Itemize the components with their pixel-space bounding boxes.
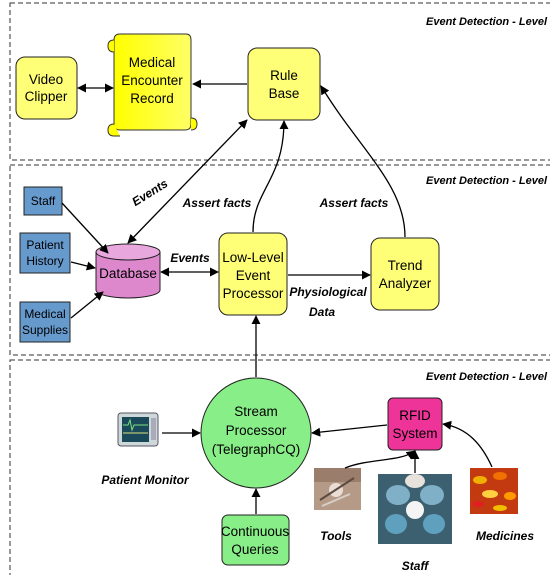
edge-label-events-rule: Events: [129, 176, 170, 209]
medical-supplies-label-1: Medical: [24, 307, 65, 321]
video-clipper-label-1: Video: [29, 72, 63, 87]
medical-supplies-label-2: Supplies: [22, 323, 68, 337]
tools-label: Tools: [320, 529, 352, 543]
database-label: Database: [99, 266, 157, 281]
level2-title: Event Detection - Level 2: [426, 175, 550, 187]
stream-processor-circle: [200, 377, 312, 489]
edge-label-assert-facts-left: Assert facts: [182, 196, 252, 210]
medical-encounter-record-scroll: [107, 33, 198, 137]
trend-analyzer-label-2: Analyzer: [379, 276, 432, 291]
stream-processor-label-2: Processor: [226, 423, 287, 438]
rule-base-label-2: Base: [269, 86, 300, 101]
stream-processor-label-3: (TelegraphCQ): [212, 442, 301, 457]
patient-monitor-label: Patient Monitor: [101, 473, 190, 487]
low-level-event-processor-box: [218, 232, 288, 316]
medical-encounter-record-label-1: Medical: [129, 55, 176, 70]
edge-label-data: Data: [309, 305, 335, 319]
tools-image: [314, 468, 361, 510]
level3-title: Event Detection - Level 3: [426, 16, 550, 28]
video-clipper-box: [15, 56, 78, 120]
edge-label-physiological: Physiological: [289, 285, 367, 299]
video-clipper-label-2: Clipper: [25, 89, 68, 104]
continuous-queries-label-2: Queries: [231, 542, 279, 557]
medical-encounter-record-label-3: Record: [130, 91, 174, 106]
rule-base-label-1: Rule: [270, 68, 298, 83]
edge-supplies-db: [70, 291, 104, 319]
level1-region: [9, 359, 550, 575]
llep-label-2: Event: [236, 268, 271, 283]
edge-llep-to-rule: [252, 120, 289, 233]
continuous-queries-label-1: Continuous: [221, 524, 290, 539]
rfid-system-label-1: RFID: [399, 408, 431, 423]
medical-supplies-box: [19, 301, 71, 343]
medicines-label: Medicines: [476, 529, 534, 543]
edge-label-assert-facts-right: Assert facts: [319, 196, 389, 210]
patient-history-label-1: Patient: [26, 238, 64, 252]
rfid-system-label-2: System: [392, 426, 437, 441]
staff-table-box: [23, 186, 63, 216]
edge-medicines-rfid: [442, 420, 493, 468]
level1-title: Event Detection - Level 1: [426, 371, 550, 383]
database-cylinder: [95, 243, 161, 299]
staff-table-label: Staff: [31, 194, 56, 208]
edge-db-rule: [127, 119, 248, 244]
staff-label: Staff: [402, 559, 429, 573]
edge-trend-to-rule: [320, 85, 406, 238]
edge-rfid-stream: [311, 424, 388, 437]
connectors: [61, 79, 493, 514]
medical-encounter-record-label-2: Encounter: [121, 73, 183, 88]
staff-image: [378, 474, 452, 544]
edge-tools-rfid: [344, 450, 416, 469]
trend-analyzer-box: [370, 237, 440, 311]
level2-region: [9, 164, 550, 356]
llep-label-3: Processor: [223, 286, 284, 301]
level3-region: [9, 2, 550, 161]
llep-label-1: Low-Level: [222, 250, 284, 265]
continuous-queries-box: [221, 514, 290, 566]
trend-analyzer-label-1: Trend: [388, 258, 423, 273]
medicines-image: [470, 468, 518, 514]
patient-history-box: [19, 232, 71, 274]
rule-base-box: [247, 47, 321, 121]
patient-monitor-image: [117, 412, 159, 447]
edge-label-events-llep: Events: [170, 251, 210, 265]
rfid-system-box: [387, 397, 443, 451]
stream-processor-label-1: Stream: [234, 404, 278, 419]
edge-history-db: [70, 261, 96, 271]
edge-staff-db: [61, 202, 109, 254]
patient-history-label-2: History: [26, 254, 63, 268]
